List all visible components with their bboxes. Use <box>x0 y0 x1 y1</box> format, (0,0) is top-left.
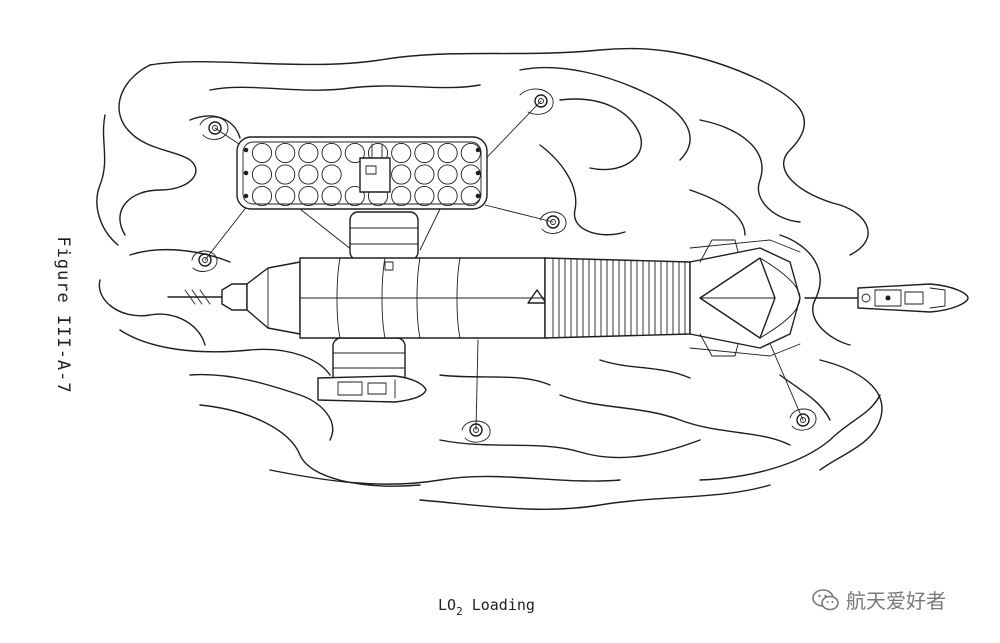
caption-text: Loading <box>462 596 535 614</box>
lo2-storage-tank <box>251 185 273 207</box>
lo2-storage-tank <box>437 164 458 185</box>
lo2-storage-tank <box>321 164 342 185</box>
watermark-text: 航天爱好者 <box>846 589 946 613</box>
figure-caption: LO2 Loading <box>438 596 535 618</box>
watermark: 航天爱好者 <box>812 585 946 614</box>
lo2-storage-tank <box>298 142 319 164</box>
lo2-storage-tank <box>251 142 273 164</box>
mooring-buoys <box>191 88 817 443</box>
sea-surface-contours <box>96 47 883 510</box>
lo2-storage-tank <box>414 164 435 185</box>
lo2-storage-tank <box>460 185 481 207</box>
lo2-storage-tank <box>298 164 319 185</box>
buoy-right-mid <box>539 211 567 234</box>
caption-subscript: 2 <box>456 605 463 618</box>
lo2-storage-tank <box>344 185 365 207</box>
buoy-top-left <box>199 116 229 140</box>
lo2-storage-tank <box>437 185 458 207</box>
lo2-storage-tank <box>460 164 481 185</box>
lo2-storage-tank <box>321 142 342 164</box>
aft-stage-ribs <box>552 257 686 339</box>
lo2-storage-tank <box>414 142 435 164</box>
lo2-storage-tank <box>275 185 296 207</box>
lo2-storage-tank <box>414 185 435 207</box>
caption-chemical: LO <box>438 596 457 614</box>
lo2-storage-tank <box>275 164 296 185</box>
buoy-bottom-right <box>789 408 817 431</box>
tug-boat-right <box>857 283 969 313</box>
lo2-storage-tank <box>321 185 342 207</box>
lo2-storage-tank <box>275 142 296 164</box>
lo2-storage-tank <box>460 142 481 164</box>
flotation-pontoon-upper <box>349 211 419 261</box>
lo2-storage-tank <box>437 142 458 164</box>
buoy-left <box>191 250 218 272</box>
launch-vehicle <box>167 239 801 357</box>
lo2-storage-tank <box>391 185 412 207</box>
wechat-icon <box>812 588 839 610</box>
small-boat-lower <box>317 375 427 403</box>
lo2-storage-tank <box>298 185 319 207</box>
lo2-storage-tank <box>344 142 365 164</box>
barge-tank-array <box>251 142 481 207</box>
lo2-tank-barge <box>236 136 488 251</box>
lo2-storage-tank <box>251 164 273 185</box>
lo2-storage-tank <box>391 164 412 185</box>
buoy-top-right <box>519 88 554 115</box>
figure-label: Figure III-A-7 <box>53 236 73 394</box>
lo2-storage-tank <box>391 142 412 164</box>
